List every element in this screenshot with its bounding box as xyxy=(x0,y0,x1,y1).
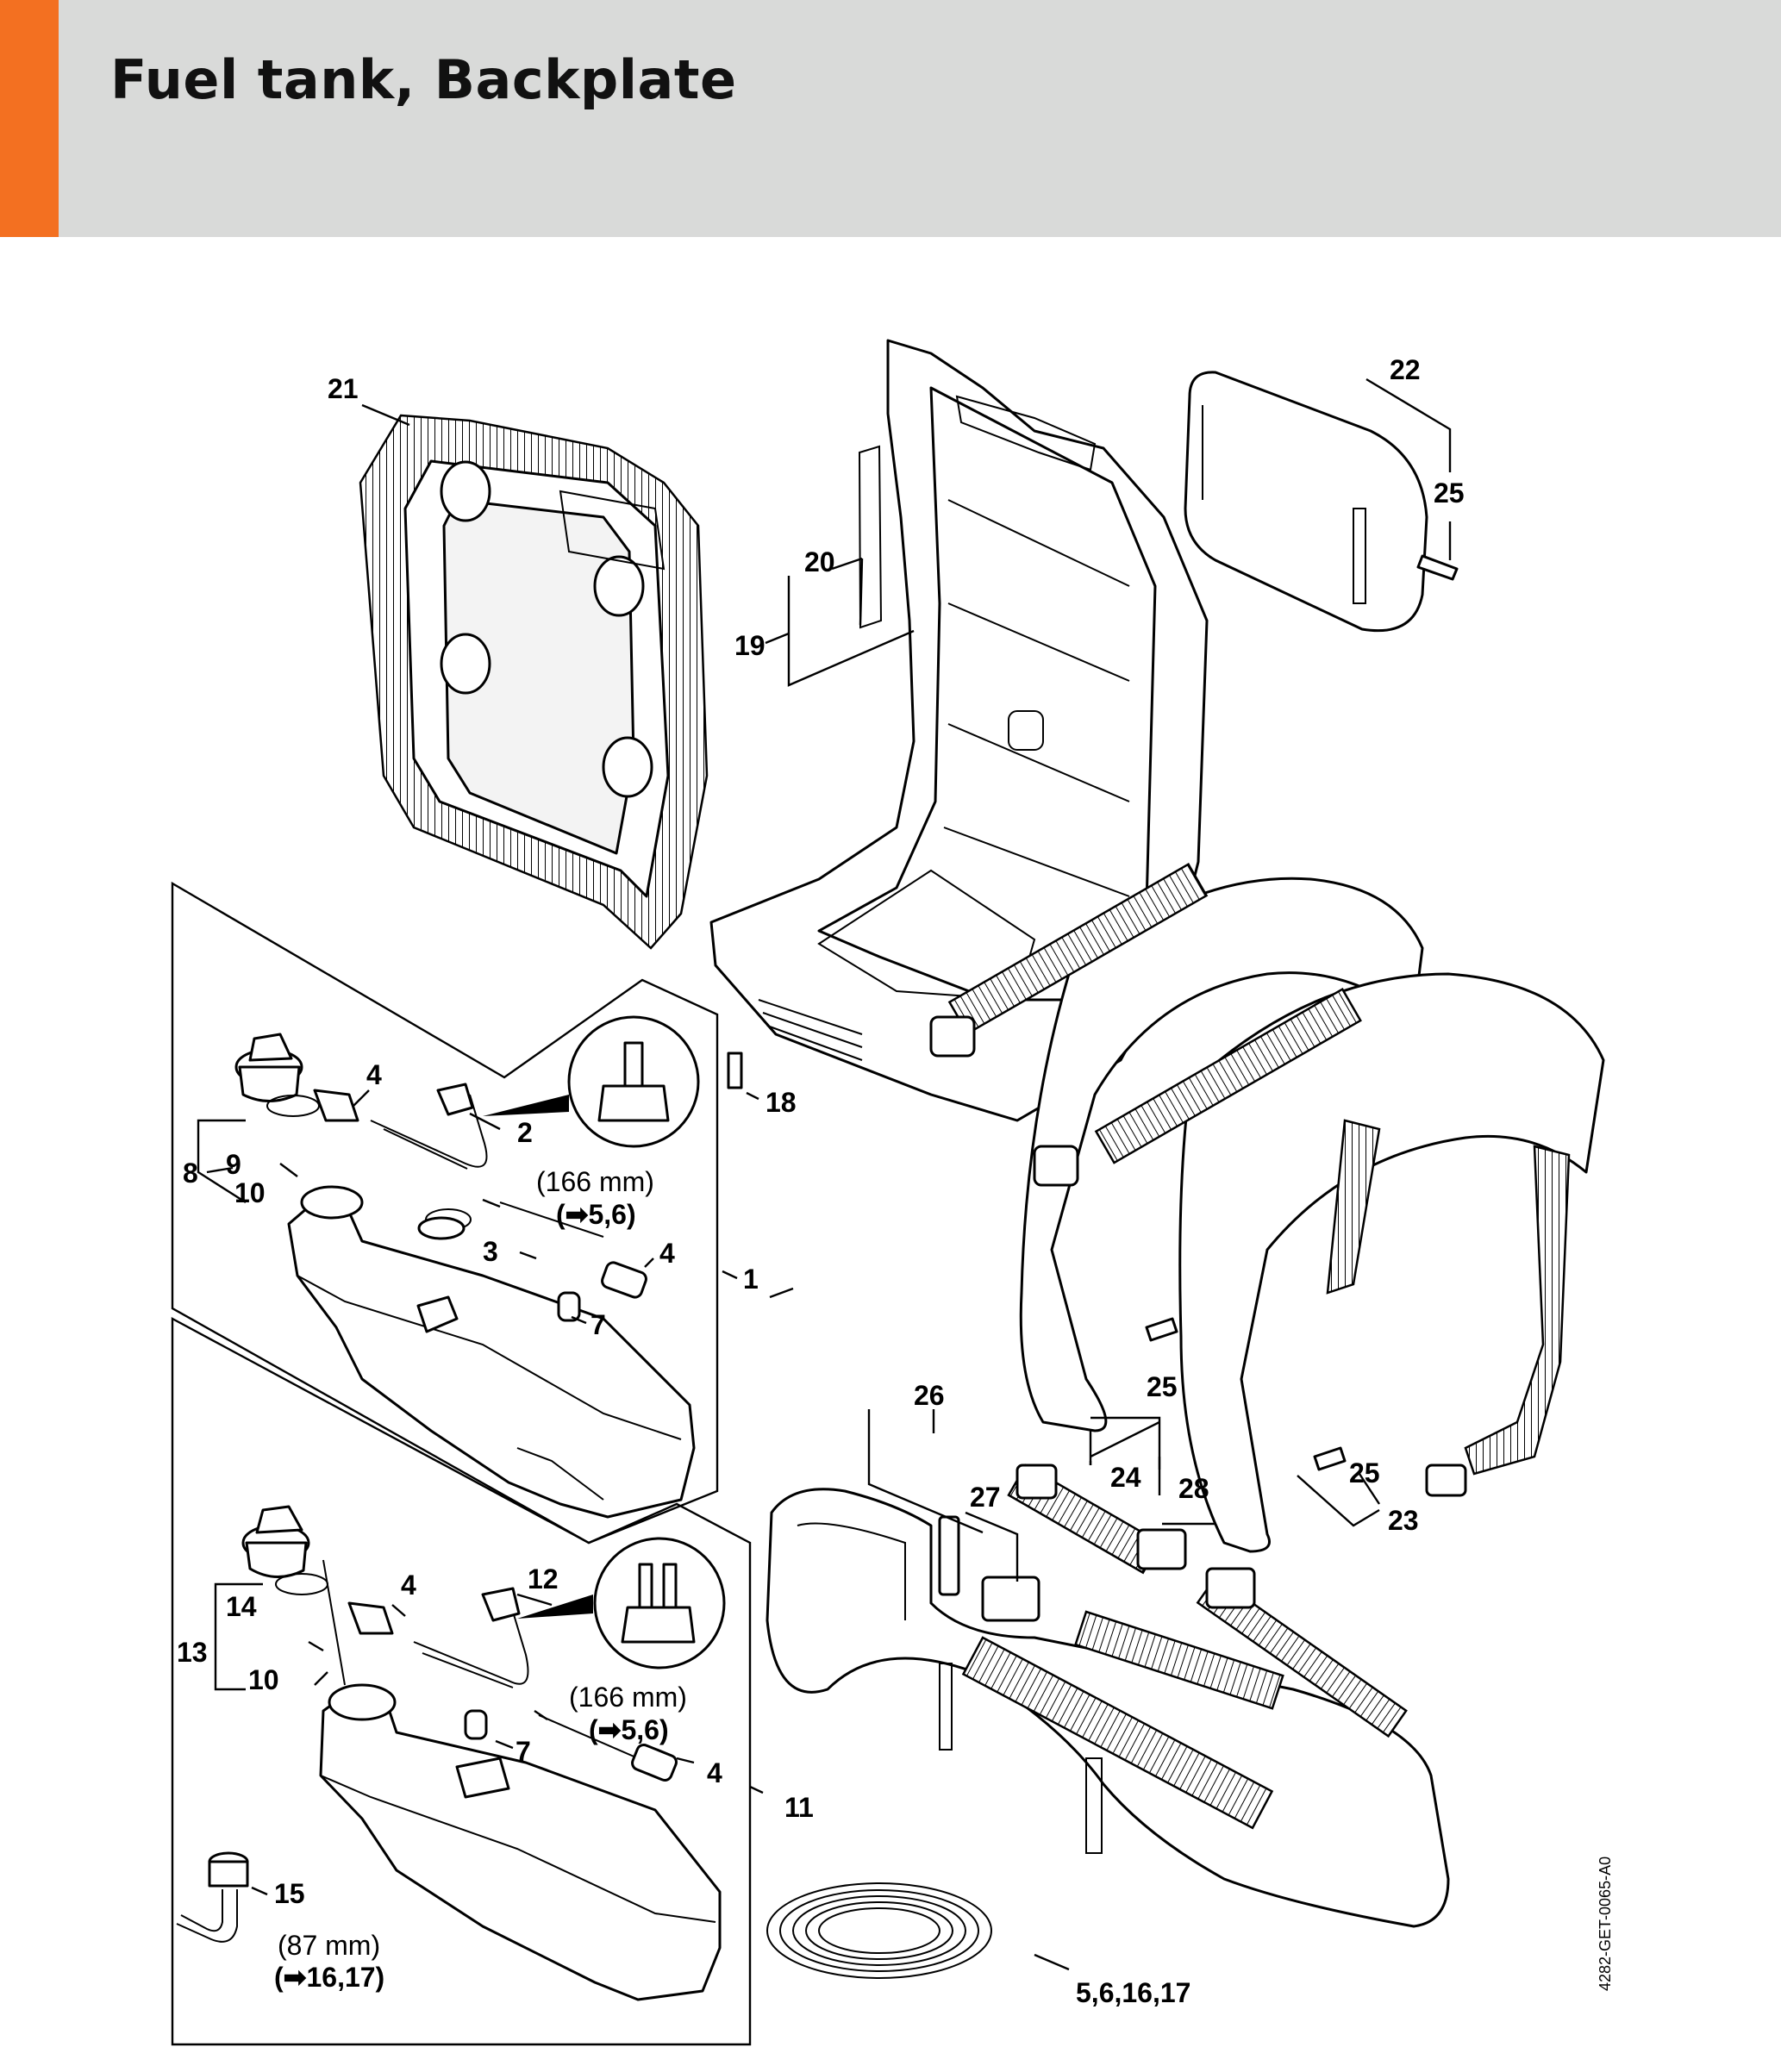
tank-cap-part-13 xyxy=(241,1505,346,1686)
label-25-mid: 25 xyxy=(1147,1371,1178,1402)
hose-low-length: (87 mm) xyxy=(278,1930,380,1961)
hose-coil-part-5 xyxy=(766,1882,992,1979)
fuel-hose-part-2 xyxy=(370,1083,647,1299)
label-25-low: 25 xyxy=(1349,1457,1380,1488)
shoulder-harness-part-23 xyxy=(1033,972,1605,1553)
label-1: 1 xyxy=(743,1264,759,1295)
label-13: 13 xyxy=(177,1637,208,1668)
title-band xyxy=(0,0,1781,237)
hose-low-ref: (➡16,17) xyxy=(274,1962,384,1993)
grommet-part-3 xyxy=(417,1216,466,1240)
fuel-tank-part-1 xyxy=(287,1185,696,1519)
belt-strap-part-28 xyxy=(1007,1464,1408,1738)
label-21: 21 xyxy=(328,373,359,404)
label-27: 27 xyxy=(970,1482,1001,1513)
hose-mid-length: (166 mm) xyxy=(569,1682,687,1713)
accent-bar xyxy=(0,0,59,237)
label-23: 23 xyxy=(1388,1505,1419,1536)
label-4-d: 4 xyxy=(707,1757,722,1788)
label-26: 26 xyxy=(914,1380,945,1411)
label-4-b: 4 xyxy=(659,1238,675,1269)
drawing-reference: 4282-GET-0065-A0 xyxy=(1597,1857,1614,1991)
hose-top-ref: (➡5,6) xyxy=(556,1199,636,1230)
label-plate-part-20 xyxy=(858,445,883,629)
label-22: 22 xyxy=(1390,354,1421,385)
label-4-c: 4 xyxy=(401,1570,416,1601)
label-10-a: 10 xyxy=(234,1177,266,1208)
group-frame-part-1 xyxy=(171,881,719,1545)
valve-part-7b xyxy=(464,1709,488,1740)
fuel-hose-part-12 xyxy=(347,1587,678,1782)
group-frame-part-11 xyxy=(171,1316,752,2046)
frame-part-21 xyxy=(359,414,709,950)
label-24: 24 xyxy=(1110,1462,1141,1493)
screws xyxy=(727,554,1459,1471)
label-15: 15 xyxy=(274,1878,305,1909)
detail-callout-mid xyxy=(517,1537,726,1669)
label-2: 2 xyxy=(517,1117,533,1148)
label-14: 14 xyxy=(226,1591,257,1622)
tank-cap-part-8 xyxy=(234,1033,320,1117)
leader-lines xyxy=(197,378,1452,1971)
label-5-6-16-17: 5,6,16,17 xyxy=(1076,1977,1190,2008)
label-12: 12 xyxy=(528,1563,559,1595)
hose-mid-ref: (➡5,6) xyxy=(589,1714,669,1745)
label-11: 11 xyxy=(784,1792,814,1823)
label-18: 18 xyxy=(766,1087,797,1118)
label-20: 20 xyxy=(804,546,835,577)
detail-callout-top xyxy=(483,1015,700,1148)
label-7-b: 7 xyxy=(516,1736,531,1767)
shoulder-harness-part-24 xyxy=(929,862,1424,1432)
label-8: 8 xyxy=(183,1158,198,1189)
fitting-part-15 xyxy=(176,1851,249,1943)
label-25-top: 25 xyxy=(1434,477,1465,509)
label-19: 19 xyxy=(734,630,766,661)
back-pad-part-22 xyxy=(1184,371,1428,633)
label-10-b: 10 xyxy=(248,1664,279,1695)
valve-part-7 xyxy=(557,1291,581,1322)
label-7-a: 7 xyxy=(591,1309,606,1340)
page-title: Fuel tank, Backplate xyxy=(110,48,737,111)
label-3: 3 xyxy=(483,1236,498,1267)
belt-strap-part-27 xyxy=(938,1515,1284,1830)
label-9: 9 xyxy=(226,1149,241,1180)
label-4-a: 4 xyxy=(366,1059,382,1090)
hose-top-length: (166 mm) xyxy=(536,1166,654,1197)
fuel-tank-part-11 xyxy=(319,1683,722,2001)
label-28: 28 xyxy=(1178,1473,1209,1504)
